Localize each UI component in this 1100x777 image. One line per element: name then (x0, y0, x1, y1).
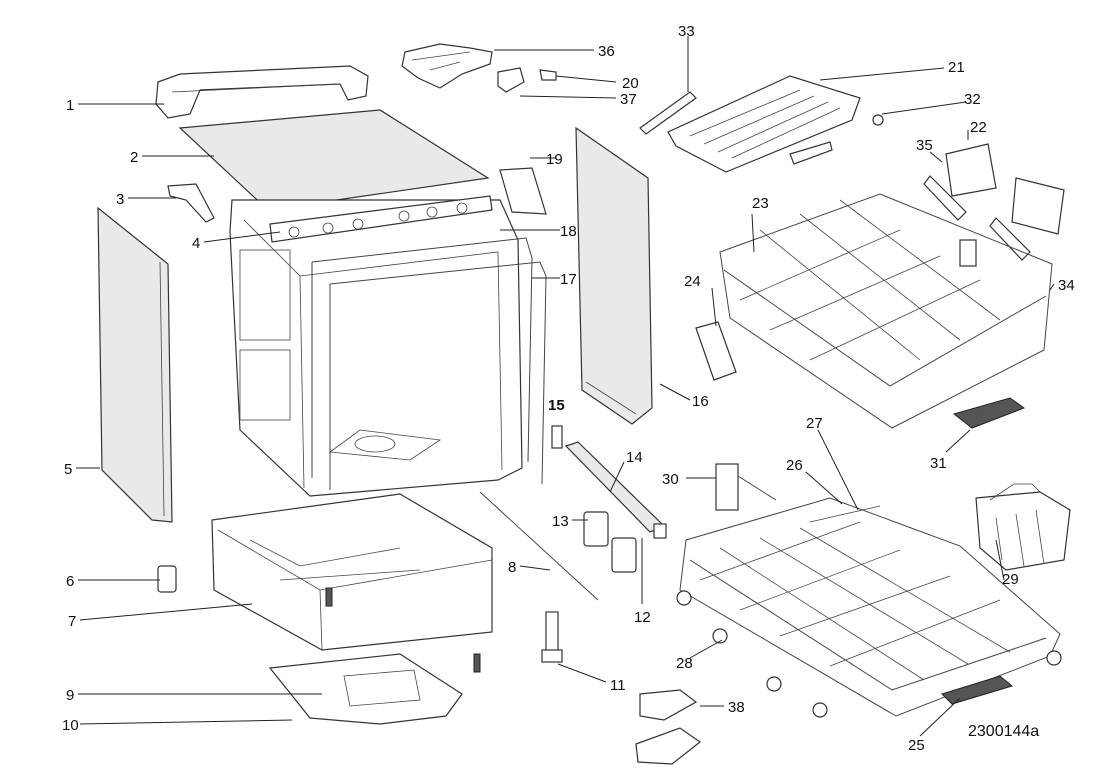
part-21-cutlery-tray (667, 75, 861, 173)
callout-29: 29 (1002, 571, 1019, 588)
part-27-comb (809, 505, 881, 523)
callout-26: 26 (786, 457, 803, 474)
callout-7: 7 (68, 613, 76, 630)
part-3-hinge (167, 183, 215, 223)
leader-lines (76, 36, 1055, 737)
callout-13: 13 (552, 513, 569, 530)
callout-31: 31 (930, 455, 947, 472)
callout-19: 19 (546, 151, 563, 168)
callout-14: 14 (626, 449, 643, 466)
part-2-top-panel (178, 109, 490, 211)
part-25-handle (941, 675, 1014, 705)
callout-20: 20 (622, 75, 639, 92)
tub-cabinet (229, 199, 523, 497)
callout-24: 24 (684, 273, 701, 290)
callout-8: 8 (508, 559, 516, 576)
callout-28: 28 (676, 655, 693, 672)
part-15-spacer (551, 425, 563, 449)
callout-23: 23 (752, 195, 769, 212)
callout-30: 30 (662, 471, 679, 488)
part-1-top-trim (155, 65, 369, 119)
callout-labels: 1 2 3 4 5 6 7 8 9 10 11 12 13 14 15 16 1… (62, 23, 1075, 754)
part-6-valve (157, 565, 177, 593)
part-26-lower-basket (679, 497, 1061, 717)
callout-4: 4 (192, 235, 200, 252)
part-23-upper-basket (719, 193, 1053, 429)
callout-10: 10 (62, 717, 79, 734)
part-22-insert (945, 143, 1065, 235)
part-36-bracket (401, 43, 493, 89)
callout-22: 22 (970, 119, 987, 136)
callout-21: 21 (948, 59, 965, 76)
part-30-arm (715, 463, 777, 511)
callout-36: 36 (598, 43, 615, 60)
callout-35: 35 (916, 137, 933, 154)
part-29-cutlery-basket (975, 483, 1071, 571)
part-18-outer-seal (311, 237, 533, 478)
part-11-foot (541, 611, 563, 663)
callout-33: 33 (678, 23, 695, 40)
part-14-rail (564, 441, 666, 533)
callout-1: 1 (66, 97, 74, 114)
part-8-rod (479, 491, 599, 601)
callout-3: 3 (116, 191, 124, 208)
callout-6: 6 (66, 573, 74, 590)
part-32-wheel (872, 114, 884, 126)
callout-18: 18 (560, 223, 577, 240)
callout-25: 25 (908, 737, 925, 754)
part-19-bracket (499, 167, 547, 215)
callout-37: 37 (620, 91, 637, 108)
callout-16: 16 (692, 393, 709, 410)
part-34-clip (959, 239, 977, 267)
part-10-base-plate (268, 653, 463, 725)
callout-9: 9 (66, 687, 74, 704)
callout-2: 2 (130, 149, 138, 166)
callout-12: 12 (634, 609, 651, 626)
part-37-clip (497, 67, 525, 93)
part-17-inner-seal (329, 261, 547, 490)
callout-15: 15 (548, 397, 565, 414)
callout-5: 5 (64, 461, 72, 478)
part-7-base (211, 493, 493, 651)
part-33-strip (639, 91, 697, 135)
callout-38: 38 (728, 699, 745, 716)
part-38-runners (635, 689, 702, 765)
callout-11: 11 (610, 677, 626, 694)
callout-27: 27 (806, 415, 823, 432)
callout-32: 32 (964, 91, 981, 108)
part-12-block (653, 523, 667, 539)
part-31-handle (952, 397, 1026, 429)
part-28-wheels (676, 590, 1062, 718)
part-13-brackets (583, 511, 637, 573)
part-5-left-side-panel (97, 206, 173, 523)
part-24-clip (695, 321, 737, 381)
callout-34: 34 (1058, 277, 1075, 294)
part-4-control-strip (269, 195, 493, 243)
drawing-code: 2300144a (968, 723, 1039, 740)
callout-17: 17 (560, 271, 577, 288)
part-35-clips (923, 175, 1031, 261)
part-16-right-side-panel (575, 126, 653, 425)
part-20-latch (539, 69, 557, 81)
